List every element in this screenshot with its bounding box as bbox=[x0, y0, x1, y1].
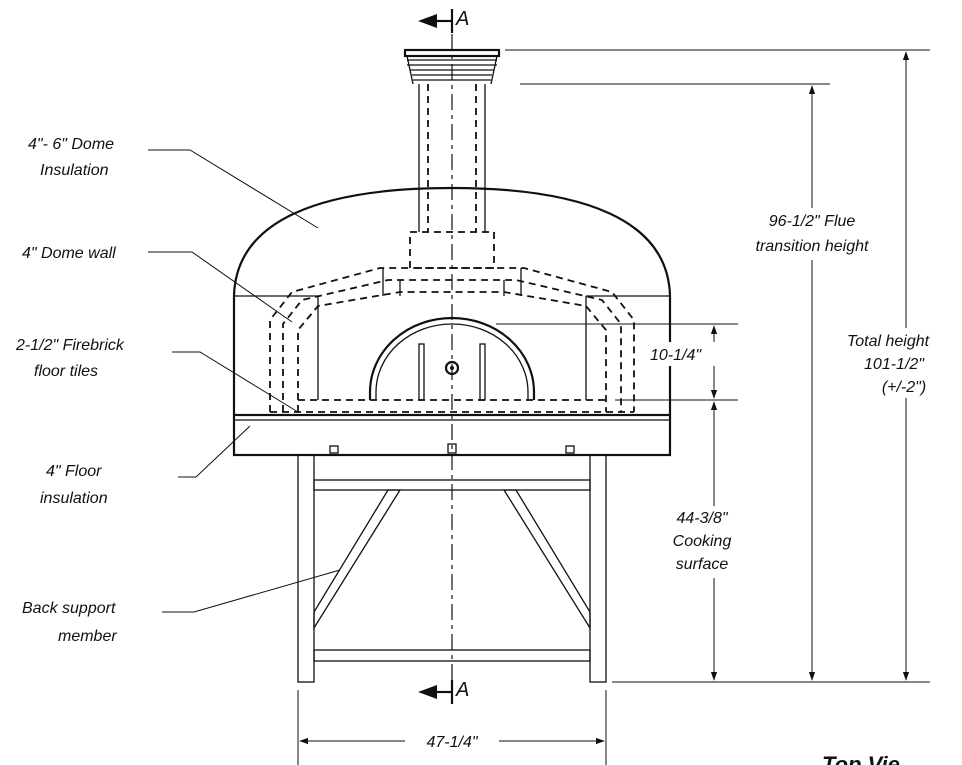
extension-lines bbox=[297, 49, 930, 765]
oven-door bbox=[368, 316, 536, 401]
section-marker-top bbox=[418, 9, 454, 33]
dim-text-cooking-3: surface bbox=[676, 556, 729, 573]
floor-insulation-slab bbox=[232, 413, 672, 457]
dim-text-total-3: (+/-2") bbox=[882, 379, 926, 396]
label-floor-insulation-2: insulation bbox=[40, 490, 108, 507]
dim-text-flue-2: transition height bbox=[756, 238, 870, 255]
section-letter-bottom: A bbox=[455, 679, 469, 701]
dome-wall-outline bbox=[269, 267, 635, 412]
dim-text-width: 47-1/4" bbox=[426, 734, 478, 751]
label-back-support-2: member bbox=[58, 628, 117, 645]
dim-text-total-1: Total height bbox=[847, 333, 930, 350]
dim-text-door-height: 10-1/4" bbox=[650, 347, 702, 364]
leader-lines bbox=[148, 149, 341, 613]
label-firebrick-1: 2-1/2" Firebrick bbox=[15, 337, 125, 354]
flue-cap bbox=[403, 48, 501, 85]
dim-text-cooking-2: Cooking bbox=[673, 533, 732, 550]
label-dome-insulation-1: 4"- 6" Dome bbox=[28, 136, 114, 153]
section-letter-top: A bbox=[455, 8, 469, 30]
view-title: Top Vie bbox=[822, 752, 900, 765]
label-dome-wall: 4" Dome wall bbox=[22, 245, 116, 262]
label-floor-insulation-1: 4" Floor bbox=[46, 463, 102, 480]
label-firebrick-2: floor tiles bbox=[34, 363, 98, 380]
dim-text-total-2: 101-1/2" bbox=[864, 356, 925, 373]
flue-pipe bbox=[409, 84, 495, 269]
label-dome-insulation-2: Insulation bbox=[40, 162, 109, 179]
dim-text-cooking-1: 44-3/8" bbox=[676, 510, 728, 527]
label-back-support-1: Back support bbox=[22, 600, 116, 617]
stand-frame bbox=[297, 454, 607, 683]
section-marker-bottom bbox=[418, 680, 454, 704]
dim-text-flue-1: 96-1/2" Flue bbox=[769, 213, 856, 230]
